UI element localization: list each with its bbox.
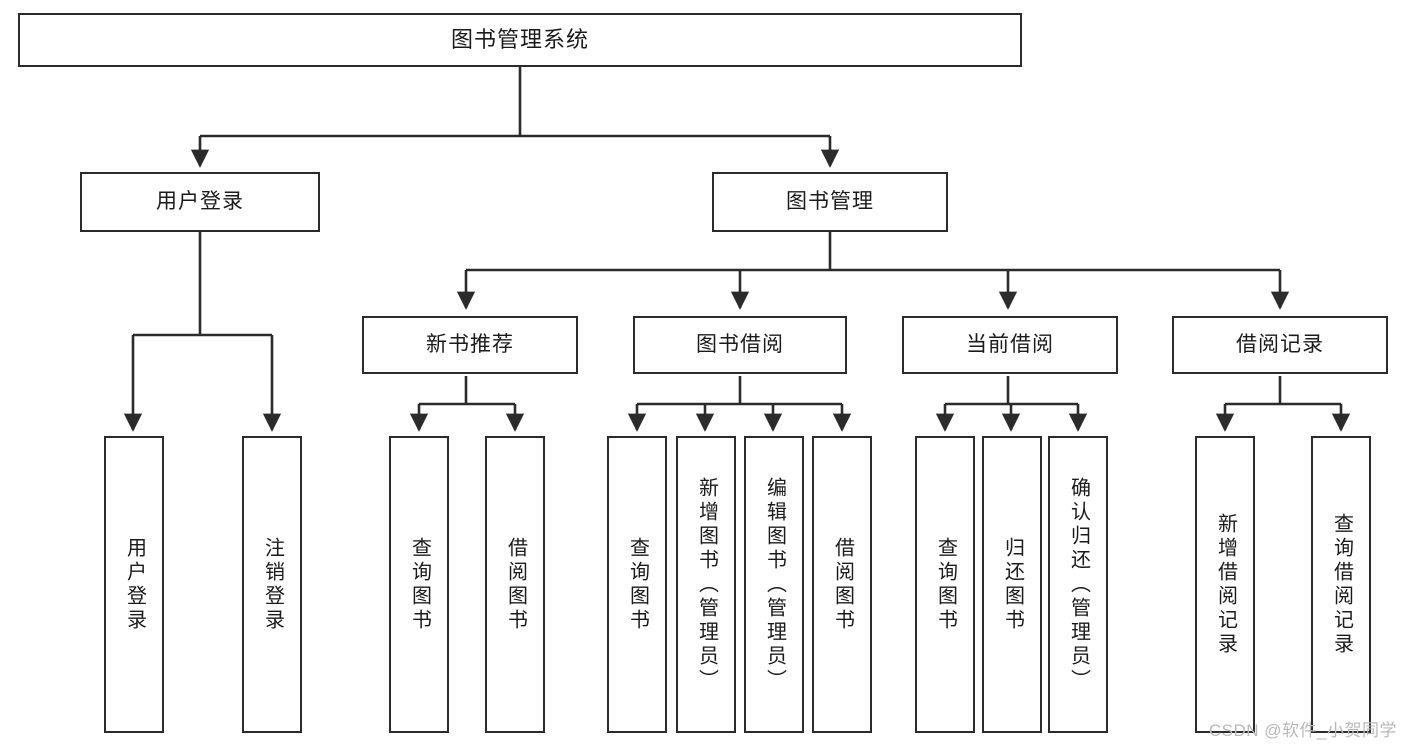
leaf-user-login-login[interactable]: 用户登录	[104, 436, 164, 733]
leaf-book-borrow-lend[interactable]: 借阅图书	[812, 436, 872, 733]
leaf-current-borrow-query[interactable]: 查询图书	[915, 436, 975, 733]
leaf-new-book-borrow[interactable]: 借阅图书	[485, 436, 545, 733]
node-book-borrow[interactable]: 图书借阅	[633, 316, 847, 374]
node-current-borrow[interactable]: 当前借阅	[902, 316, 1118, 374]
leaf-book-borrow-query[interactable]: 查询图书	[607, 436, 667, 733]
node-borrow-record[interactable]: 借阅记录	[1172, 316, 1388, 374]
leaf-current-borrow-confirm[interactable]: 确认归还（管理员）	[1048, 436, 1108, 733]
leaf-new-book-query[interactable]: 查询图书	[389, 436, 449, 733]
node-book-management[interactable]: 图书管理	[712, 172, 948, 232]
node-user-login[interactable]: 用户登录	[80, 172, 320, 232]
leaf-user-login-logout[interactable]: 注销登录	[242, 436, 302, 733]
node-new-book-recommend[interactable]: 新书推荐	[362, 316, 578, 374]
leaf-book-borrow-edit[interactable]: 编辑图书（管理员）	[744, 436, 804, 733]
leaf-book-borrow-add[interactable]: 新增图书（管理员）	[676, 436, 736, 733]
node-root[interactable]: 图书管理系统	[18, 13, 1022, 67]
leaf-current-borrow-return[interactable]: 归还图书	[982, 436, 1042, 733]
leaf-borrow-record-query[interactable]: 查询借阅记录	[1311, 436, 1371, 733]
watermark: CSDN @软件_小贺同学	[1208, 721, 1397, 740]
leaf-borrow-record-add[interactable]: 新增借阅记录	[1195, 436, 1255, 733]
